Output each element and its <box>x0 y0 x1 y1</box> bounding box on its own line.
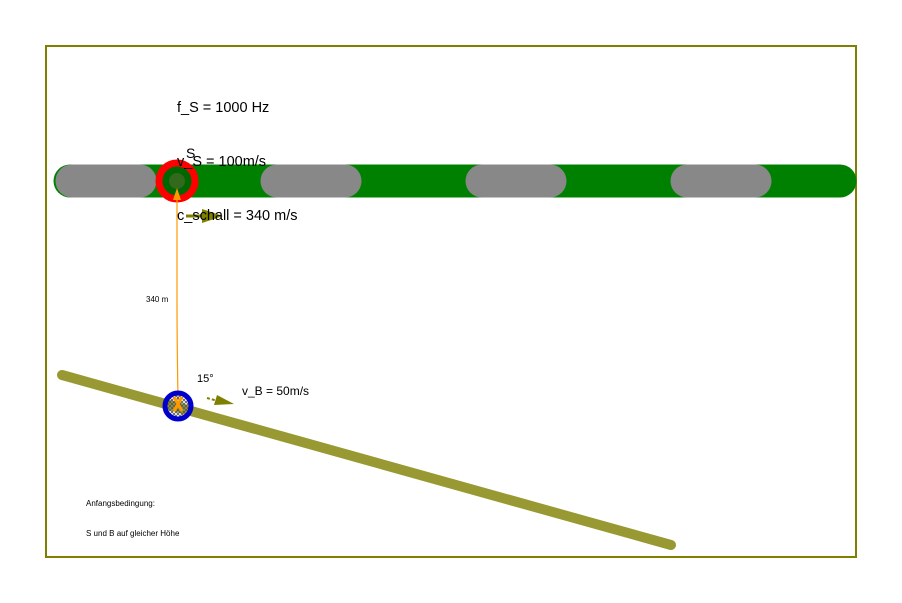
angle-label: 15° <box>197 373 214 385</box>
observer-marker <box>162 390 194 422</box>
source-label: S <box>186 145 196 161</box>
note-line-1: Anfangsbedingung: <box>86 499 155 508</box>
initial-condition-note: Anfangsbedingung: S und B auf gleicher H… <box>86 479 179 549</box>
observer-velocity-arrow <box>206 395 234 405</box>
sound-speed-text: c_schall = 340 m/s <box>177 208 298 224</box>
distance-label: 340 m <box>146 295 169 304</box>
source-frequency-text: f_S = 1000 Hz <box>177 100 270 116</box>
parameters-block: f_S = 1000 Hz v_S = 100m/s c_schall = 34… <box>177 63 298 243</box>
distance-line <box>173 188 181 401</box>
diagram-frame <box>45 45 857 558</box>
note-line-2: S und B auf gleicher Höhe <box>86 529 180 538</box>
source-velocity-arrow <box>186 209 223 223</box>
source-speed-text: v_S = 100m/s <box>177 154 267 170</box>
observer-speed-label: v_B = 50m/s <box>242 384 310 398</box>
